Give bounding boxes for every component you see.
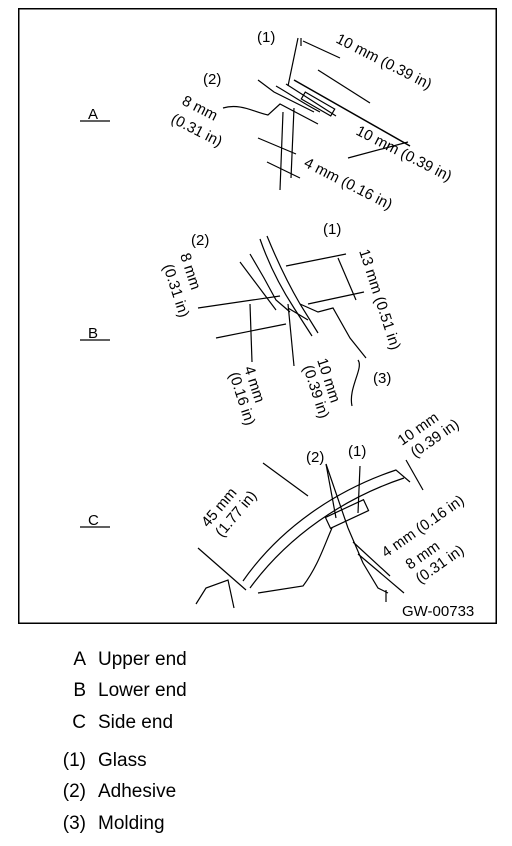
legend-label: Glass — [98, 750, 147, 771]
legend-key: (2) — [62, 781, 86, 802]
legend-key: (1) — [62, 750, 86, 771]
legend-key: A — [73, 649, 86, 670]
section-b-part-3: (3) — [373, 370, 391, 387]
section-b-part-1: (1) — [323, 221, 341, 238]
legend-label: Adhesive — [98, 781, 177, 802]
diagram-canvas: A (1) (2) 10 mm (0.39 in) 10 mm (0.39 in… — [18, 8, 497, 624]
section-b-part-2: (2) — [191, 232, 209, 249]
figure-frame — [18, 8, 497, 624]
section-a-dim-top: 10 mm (0.39 in) — [333, 30, 434, 93]
section-c-drawing — [80, 459, 424, 609]
section-a-part-2: (2) — [203, 71, 221, 88]
legend-label: Molding — [98, 813, 165, 834]
section-a-key: A — [88, 106, 98, 123]
legend-label: Upper end — [98, 649, 187, 670]
section-b-dim-13mm: 13 mm (0.51 in) — [355, 247, 404, 352]
legend-key: (3) — [62, 813, 86, 834]
section-b-key: B — [88, 325, 98, 342]
figure-code: GW-00733 — [402, 603, 474, 620]
section-a-dim-right: 10 mm (0.39 in) — [353, 122, 454, 185]
section-c-part-1: (1) — [348, 443, 366, 460]
section-b-drawing — [80, 235, 367, 407]
section-c-part-2: (2) — [306, 449, 324, 466]
installation-diagram: A (1) (2) 10 mm (0.39 in) 10 mm (0.39 in… — [18, 8, 497, 624]
legend-key: B — [73, 680, 86, 701]
section-a-drawing — [80, 37, 411, 191]
section-c-key: C — [88, 512, 99, 529]
legend-key: C — [72, 712, 86, 733]
section-a-part-1: (1) — [257, 29, 275, 46]
legend-label: Side end — [98, 712, 174, 733]
section-a-dim-4mm: 4 mm (0.16 in) — [301, 154, 395, 213]
legend-label: Lower end — [98, 680, 187, 701]
